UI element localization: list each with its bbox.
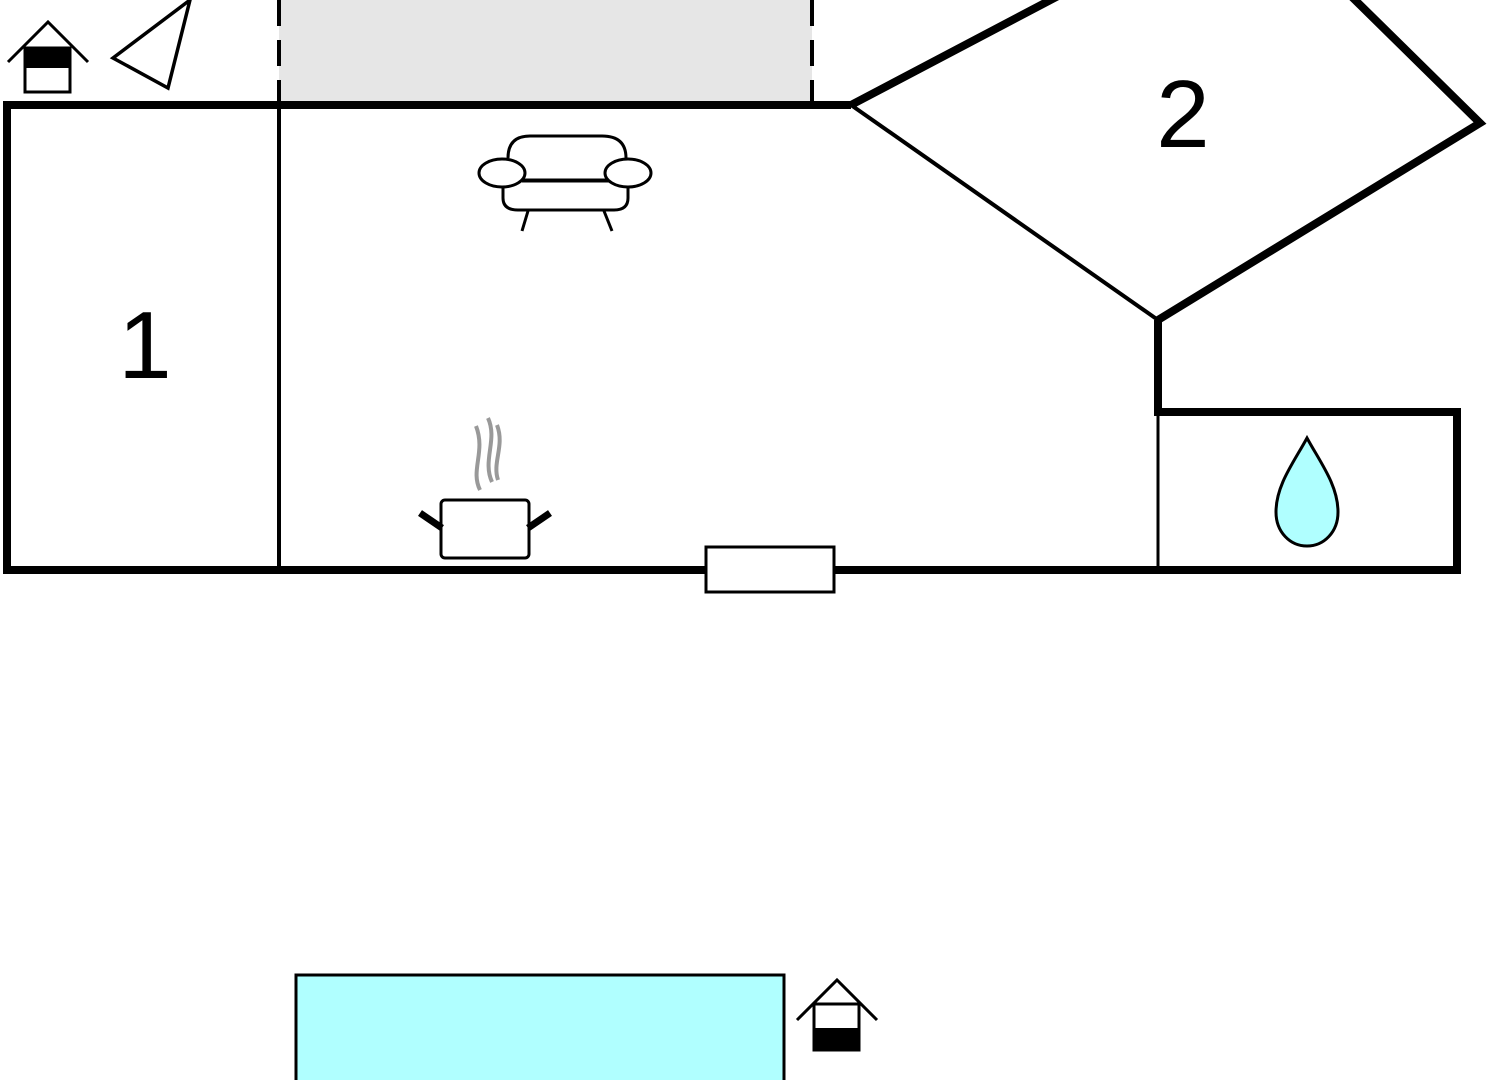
- room-2-label: 2: [1156, 61, 1209, 168]
- swimming-pool: [294, 973, 786, 1080]
- pool-house-icon: [795, 977, 879, 1052]
- outdoor-shed-icon: [6, 19, 90, 94]
- cooking-pot-icon: [418, 417, 552, 560]
- sofa-icon: [477, 134, 653, 232]
- room-1-label: 1: [118, 292, 171, 399]
- outer-wall: [3, 101, 1461, 574]
- diagonal-wall: [849, 103, 1160, 322]
- water-drop-icon: [1274, 434, 1340, 548]
- covered-terrace-area: [277, 0, 814, 102]
- terrace-roof-icon: [109, 0, 192, 91]
- entrance-door-icon: [704, 545, 836, 594]
- room-2-outline: [849, 0, 1487, 324]
